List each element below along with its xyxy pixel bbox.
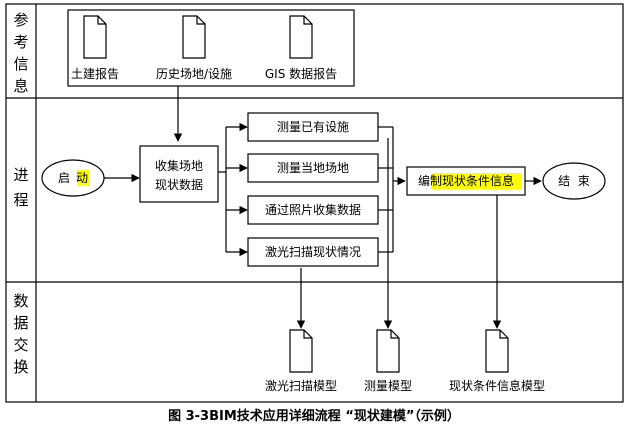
figure-caption: 图 3-3BIM技术应用详细流程 “现状建模”（示例）	[168, 408, 460, 424]
output-doc-conditions-model: 现状条件信息模型	[449, 329, 545, 393]
start-node: 启动	[41, 159, 105, 197]
connectors	[104, 86, 542, 329]
highlight-mark	[77, 170, 90, 186]
swimlane-frame	[5, 3, 624, 403]
method-node-measure-facilities: 测量已有设施	[247, 112, 379, 142]
lane-label-process: 进 程	[13, 166, 28, 209]
reference-doc-gis-report: GIS 数据报告	[265, 15, 337, 81]
doc-label: GIS 数据报告	[265, 66, 337, 81]
collect-site-data-node: 收集场地 现状数据	[139, 145, 219, 203]
lane-char: 交	[13, 336, 28, 354]
compile-label: 编制现状条件信息	[418, 173, 514, 188]
doc-label: 土建报告	[71, 66, 119, 81]
reference-doc-civil-report: 土建报告	[71, 15, 119, 81]
compile-conditions-node: 编制现状条件信息	[406, 166, 526, 196]
reference-group-box	[67, 9, 355, 87]
document-icon	[289, 329, 313, 373]
lane-char: 信	[13, 55, 28, 73]
document-icon	[83, 15, 107, 59]
lane-char: 息	[13, 77, 28, 95]
output-doc-laser-model: 激光扫描模型	[265, 329, 337, 393]
document-icon	[182, 15, 206, 59]
lane-char: 参	[13, 11, 28, 29]
method-label: 通过照片收集数据	[265, 202, 361, 217]
method-label: 测量已有设施	[277, 120, 349, 134]
method-node-measure-site: 测量当地场地	[247, 153, 379, 183]
method-node-laser-scan: 激光扫描现状情况	[247, 237, 379, 267]
doc-label: 现状条件信息模型	[449, 378, 545, 393]
method-label: 测量当地场地	[277, 161, 349, 175]
method-node-photo-collection: 通过照片收集数据	[247, 195, 379, 225]
document-icon	[289, 15, 313, 59]
highlight-mark	[431, 173, 522, 189]
start-label: 启动	[58, 171, 88, 185]
end-label: 结 束	[558, 174, 590, 188]
document-icon	[376, 329, 400, 373]
lane-char: 换	[13, 358, 28, 376]
doc-label: 测量模型	[364, 379, 412, 393]
node-label-line1: 收集场地	[155, 158, 203, 173]
doc-label: 历史场地/设施	[156, 67, 232, 81]
reference-doc-history-site: 历史场地/设施	[156, 15, 232, 81]
output-doc-survey-model: 测量模型	[364, 329, 412, 393]
lane-label-exchange: 数 据 交 换	[13, 292, 28, 376]
lane-char: 考	[13, 33, 28, 51]
lane-char: 进	[13, 166, 28, 184]
node-label-line2: 现状数据	[155, 177, 203, 192]
lane-char: 程	[13, 191, 28, 209]
method-label: 激光扫描现状情况	[265, 245, 361, 259]
document-icon	[485, 329, 509, 373]
lane-char: 数	[13, 292, 28, 310]
end-node: 结 束	[542, 162, 606, 200]
lane-label-reference: 参 考 信 息	[13, 11, 28, 95]
doc-label: 激光扫描模型	[265, 379, 337, 393]
lane-char: 据	[13, 314, 28, 332]
